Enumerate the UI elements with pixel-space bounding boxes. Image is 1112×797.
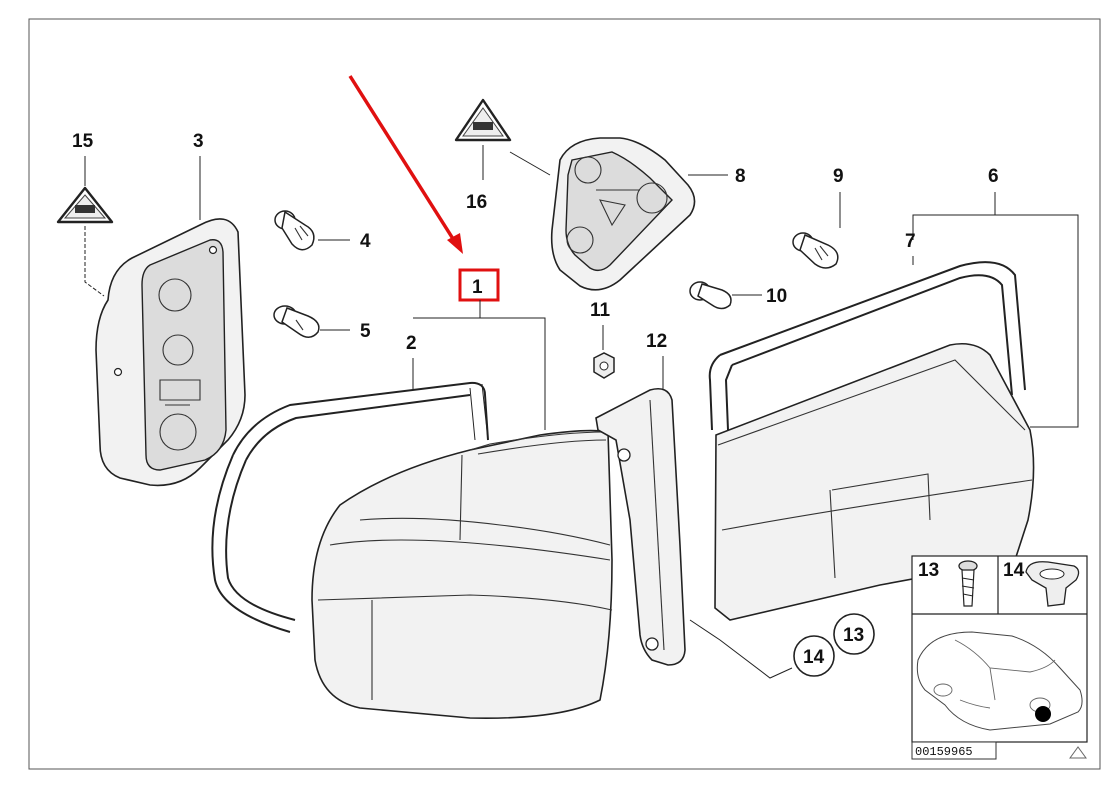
circled-label-14: 14 <box>793 635 835 677</box>
reference-number: 00159965 <box>915 745 973 759</box>
part-label-15: 15 <box>72 131 94 152</box>
pointer-arrow <box>348 75 463 254</box>
part-label-11: 11 <box>590 300 611 321</box>
location-dot <box>1035 706 1051 722</box>
bulb-10 <box>689 281 732 310</box>
bulb-5 <box>273 305 320 338</box>
part-label-2: 2 <box>406 333 417 354</box>
circled-label-13: 13 <box>833 613 875 655</box>
part-label-4: 4 <box>360 231 371 252</box>
part-label-6: 6 <box>988 166 999 187</box>
caution-triangle-icon <box>454 98 512 142</box>
tail-light-right-6 <box>714 342 1035 621</box>
svg-text:14: 14 <box>803 647 825 668</box>
inset-label-13: 13 <box>918 560 939 581</box>
bracket-12 <box>595 387 686 666</box>
car-location-view <box>916 631 1083 731</box>
gasket-2 <box>211 381 489 633</box>
tail-light-assembly-1 <box>311 429 613 719</box>
bulb-4 <box>274 210 315 251</box>
part-label-5: 5 <box>360 321 371 342</box>
part-label-16: 16 <box>466 192 487 213</box>
svg-text:13: 13 <box>843 625 864 646</box>
part-label-10: 10 <box>766 286 787 307</box>
part-label-8: 8 <box>735 166 746 187</box>
part-label-12: 12 <box>646 331 667 352</box>
warning-triangle-icon <box>56 186 114 224</box>
part-label-3: 3 <box>193 131 204 152</box>
corner-triangle-icon <box>1069 746 1087 759</box>
clip-14 <box>1025 561 1080 607</box>
gasket-7 <box>708 261 1026 431</box>
screw-13 <box>958 560 978 607</box>
bulb-holder-left <box>95 218 246 487</box>
inset-label-14: 14 <box>1003 560 1025 581</box>
nut-11 <box>593 352 615 379</box>
part-label-7: 7 <box>905 231 916 252</box>
bulb-holder-right <box>550 137 696 291</box>
bulb-9 <box>792 232 839 269</box>
part-label-9: 9 <box>833 166 844 187</box>
part-label-1: 1 <box>472 277 483 298</box>
part-1-highlight-box[interactable] <box>458 268 500 302</box>
